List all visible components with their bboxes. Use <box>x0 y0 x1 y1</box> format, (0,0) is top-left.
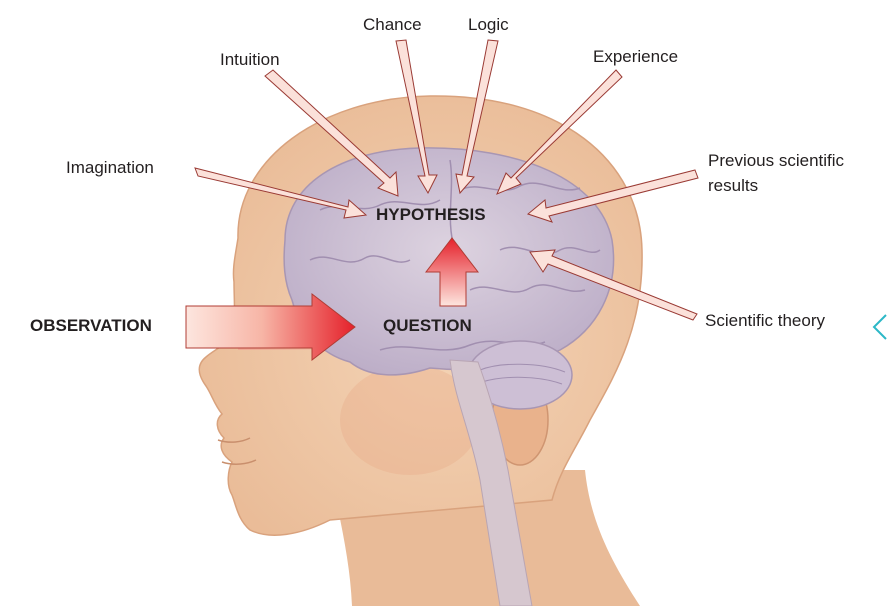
label-scientific-theory: Scientific theory <box>705 311 825 331</box>
chevron-left-icon[interactable] <box>868 312 892 342</box>
label-question: QUESTION <box>383 316 472 336</box>
label-experience: Experience <box>593 47 678 67</box>
label-hypothesis: HYPOTHESIS <box>376 205 486 225</box>
label-observation: OBSERVATION <box>30 316 152 336</box>
label-chance: Chance <box>363 15 422 35</box>
label-previous-results-line2: results <box>708 176 758 196</box>
label-previous-results-line1: Previous scientific <box>708 151 844 171</box>
label-logic: Logic <box>468 15 509 35</box>
label-imagination: Imagination <box>66 158 154 178</box>
label-intuition: Intuition <box>220 50 280 70</box>
